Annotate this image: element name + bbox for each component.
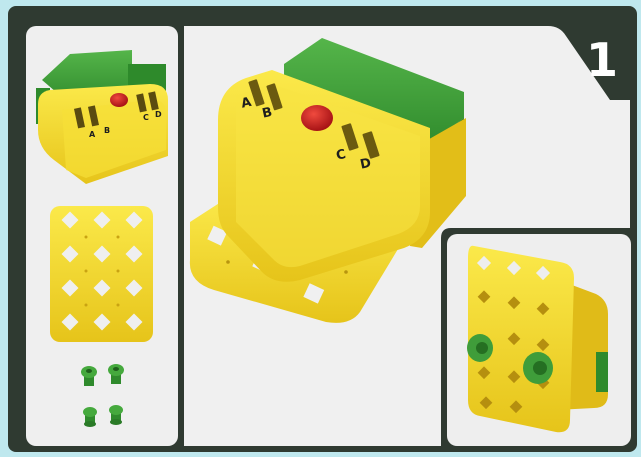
step-number: 1 bbox=[586, 33, 618, 87]
small-port-label-d: D bbox=[155, 110, 162, 119]
grid-plate bbox=[50, 206, 153, 342]
large-red-button bbox=[301, 105, 333, 131]
small-port-label-b: B bbox=[104, 126, 110, 135]
green-peg bbox=[109, 405, 123, 425]
small-port-label-c: C bbox=[143, 113, 149, 122]
small-red-button bbox=[110, 93, 128, 107]
detail-green-peg bbox=[523, 352, 553, 384]
detail-green-peg bbox=[467, 334, 493, 362]
small-port-label-a: A bbox=[89, 130, 96, 139]
step-badge: 1 bbox=[586, 33, 618, 87]
green-peg bbox=[83, 407, 97, 427]
